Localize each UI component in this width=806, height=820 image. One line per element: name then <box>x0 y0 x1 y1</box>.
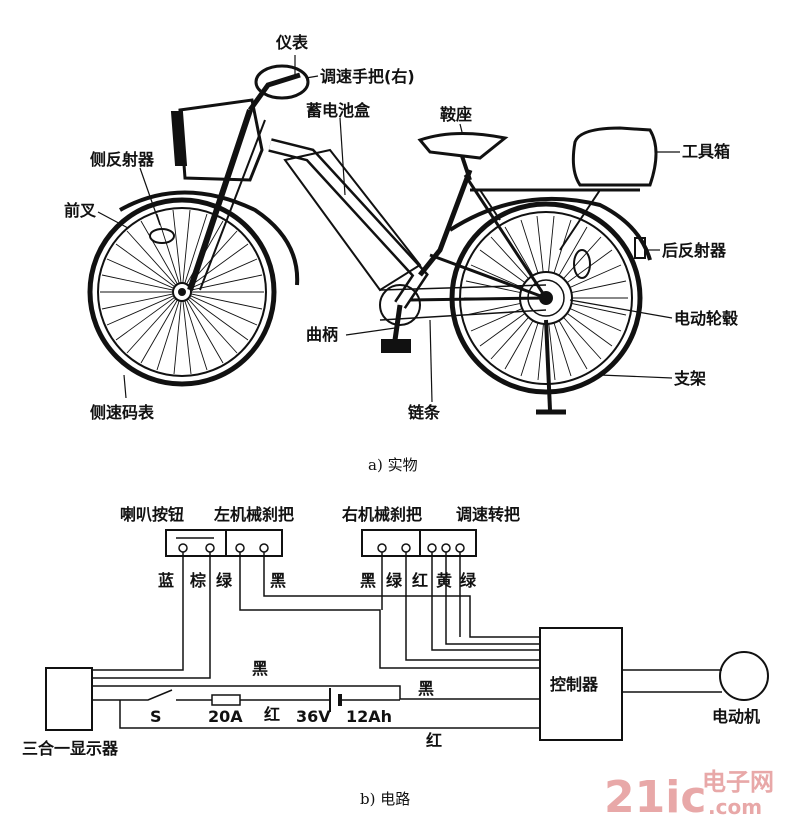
circuit-drawing <box>45 529 769 741</box>
watermark-num: 21ic <box>604 772 706 820</box>
wire-label-red-3: 红 <box>426 731 442 750</box>
motor-symbol <box>719 651 769 701</box>
caption-b: b) 电路 <box>360 790 410 808</box>
front-basket <box>170 98 264 182</box>
wire-label-green-2: 绿 <box>386 571 403 590</box>
caption-a: a) 实物 <box>368 456 418 474</box>
label-left-brake: 左机械刹把 <box>213 505 294 524</box>
label-crank: 曲柄 <box>306 325 338 344</box>
watermark-logo: 21ic 电子网 .com <box>604 768 774 820</box>
label-front-fork: 前叉 <box>64 201 97 220</box>
label-speedometer: 侧速码表 <box>90 403 155 422</box>
label-throttle: 调速手把(右) <box>320 67 415 86</box>
label-switch-s: S <box>150 707 162 726</box>
label-hub-motor: 电动轮毂 <box>674 309 739 328</box>
meter-shape <box>254 64 310 100</box>
left-switch-box <box>165 529 283 557</box>
wire-label-black-2: 黑 <box>360 571 376 590</box>
display-box <box>45 667 93 731</box>
label-toolbox: 工具箱 <box>682 142 730 161</box>
watermark-cn: 电子网 <box>702 768 774 796</box>
front-wheel <box>87 190 300 387</box>
wire-label-red-2: 红 <box>264 705 280 724</box>
watermark-dom: .com <box>708 795 762 819</box>
label-horn-button: 喇叭按钮 <box>120 505 184 524</box>
label-speed-throttle: 调速转把 <box>456 505 520 524</box>
bike-labels: 仪表 调速手把(右) 蓄电池盒 鞍座 侧反射器 工具箱 前叉 后反射器 电动轮毂… <box>64 33 739 474</box>
label-capacity: 12Ah <box>346 707 392 726</box>
frame <box>187 72 566 415</box>
label-fuse: 20A <box>208 707 243 726</box>
label-motor: 电动机 <box>712 707 760 726</box>
label-battery-box: 蓄电池盒 <box>306 101 371 120</box>
wire-label-green-1: 绿 <box>216 571 233 590</box>
toolbox-shape <box>571 126 658 187</box>
label-meter: 仪表 <box>275 33 309 52</box>
wire-label-blue: 蓝 <box>158 571 174 590</box>
leader-lines <box>97 55 680 403</box>
circuit-labels: 喇叭按钮 左机械刹把 右机械刹把 调速转把 蓝 棕 绿 黑 黑 绿 红 黄 绿 … <box>22 505 760 808</box>
label-display: 三合一显示器 <box>22 739 119 758</box>
wire-label-black-3: 黑 <box>252 659 268 678</box>
saddle-shape <box>417 132 509 160</box>
label-chain: 链条 <box>408 403 441 422</box>
wire-label-black-4: 黑 <box>418 679 434 698</box>
wire-label-brown: 棕 <box>190 571 206 590</box>
wire-label-black-1: 黑 <box>270 571 286 590</box>
label-voltage: 36V <box>296 707 331 726</box>
controller-box <box>539 627 623 741</box>
label-side-reflector: 侧反射器 <box>90 150 155 169</box>
label-rear-reflector: 后反射器 <box>662 241 727 260</box>
wire-label-red-1: 红 <box>412 571 428 590</box>
bicycle-drawing <box>87 55 680 415</box>
wire-label-yellow: 黄 <box>436 571 452 590</box>
label-saddle: 鞍座 <box>440 105 472 124</box>
wire-label-green-3: 绿 <box>460 571 477 590</box>
label-right-brake: 右机械刹把 <box>342 505 422 524</box>
label-controller: 控制器 <box>550 675 599 694</box>
label-stand: 支架 <box>673 369 706 388</box>
rear-wheel <box>448 188 652 395</box>
